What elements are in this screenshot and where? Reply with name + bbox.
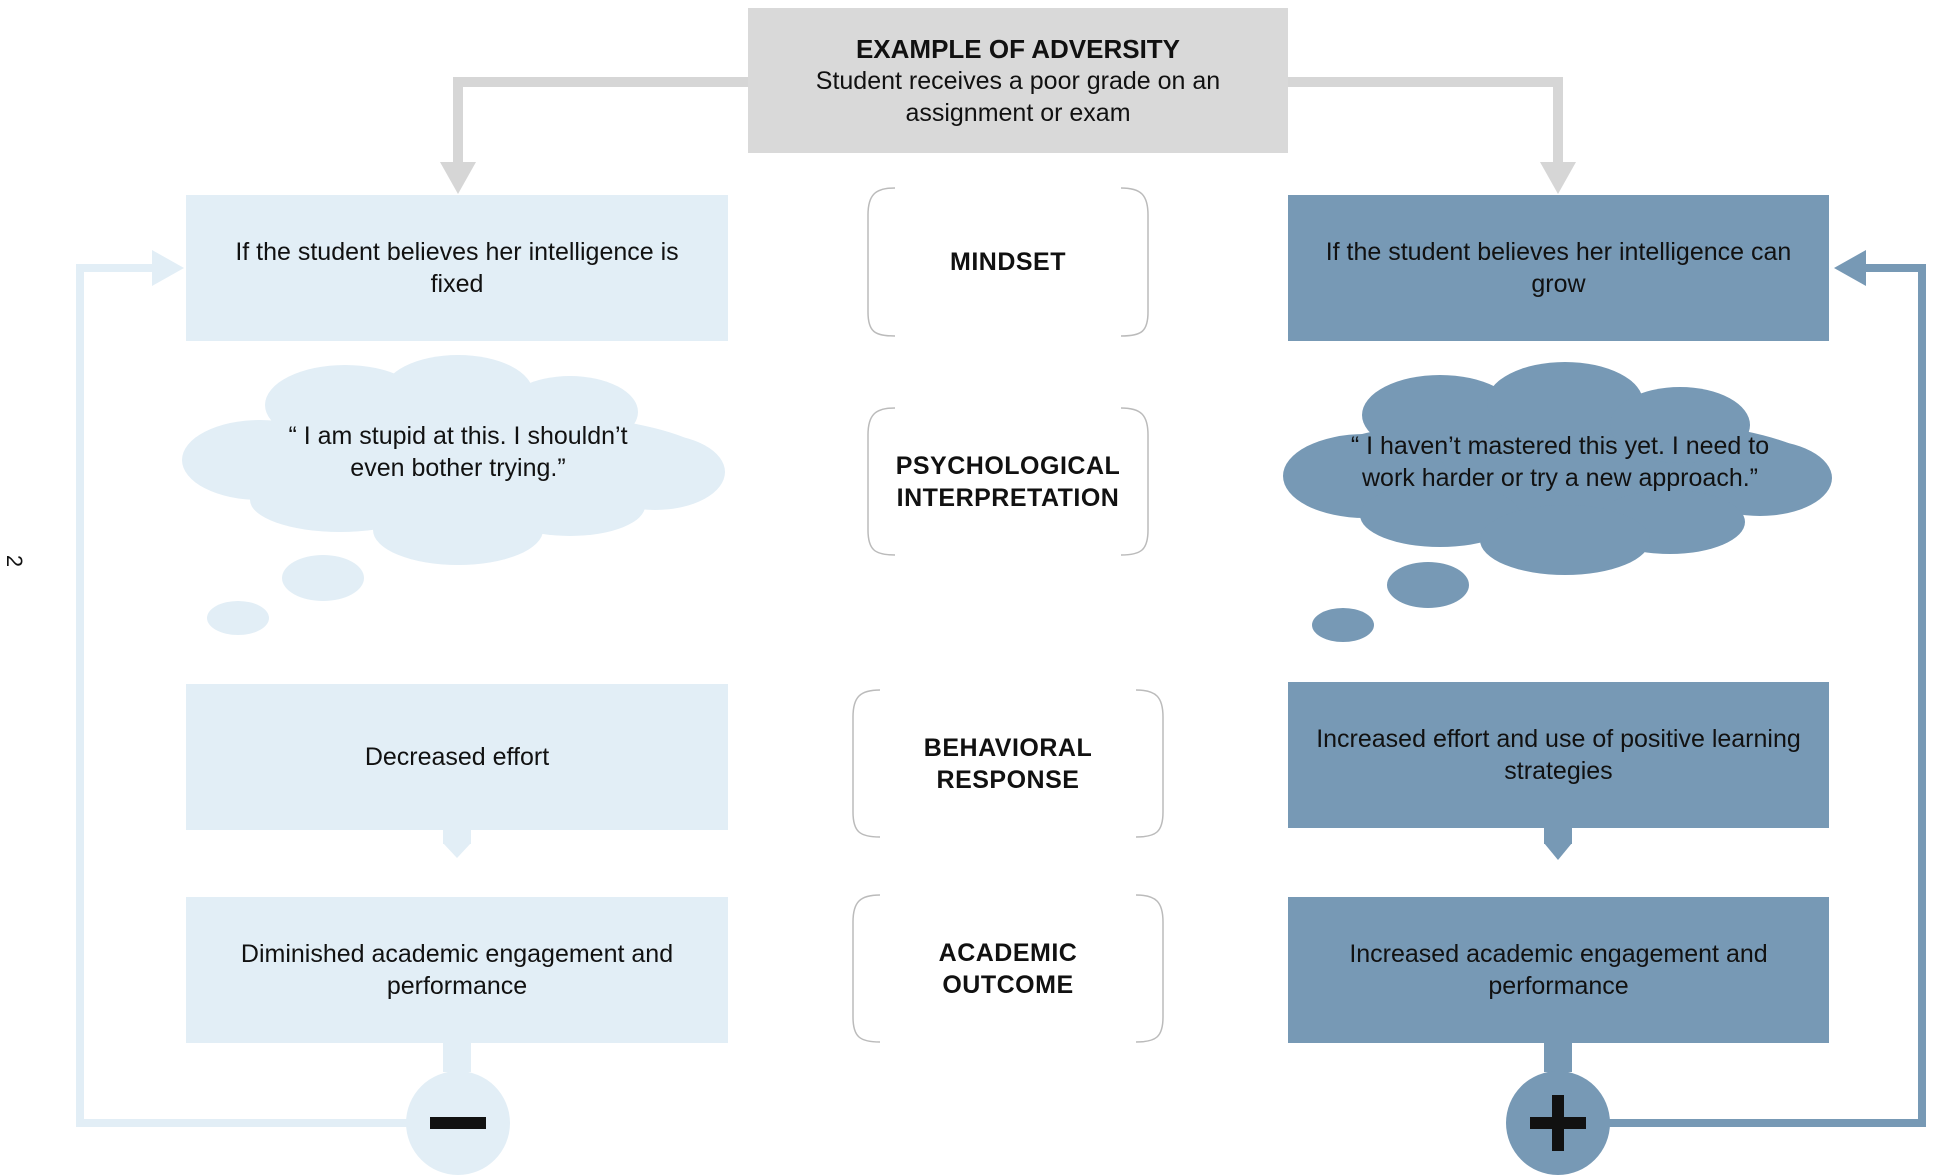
stage-label-behavior-text: BEHAVIORAL RESPONSE xyxy=(923,733,1093,794)
growth-outcome-box: Increased academic engagement and perfor… xyxy=(1288,897,1829,1043)
plus-circle-icon xyxy=(1506,1071,1610,1175)
fixed-feedback-loop xyxy=(76,250,408,1127)
page-number: 2 xyxy=(2,554,28,568)
growth-connectors xyxy=(1544,826,1572,1072)
growth-feedback-loop xyxy=(1608,250,1926,1127)
minus-circle-icon xyxy=(406,1071,510,1175)
adversity-title: EXAMPLE OF ADVERSITY xyxy=(855,33,1181,64)
adversity-box: EXAMPLE OF ADVERSITY Student receives a … xyxy=(748,8,1288,153)
growth-behavior-box: Increased effort and use of positive lea… xyxy=(1288,682,1829,828)
growth-thought-text: “ I haven’t mastered this yet. I need to… xyxy=(1350,432,1770,492)
stage-label-interpretation: PSYCHOLOGICAL INTERPRETATION xyxy=(868,408,1148,555)
adversity-arrows xyxy=(440,77,1576,194)
fixed-outcome-box: Diminished academic engagement and perfo… xyxy=(186,897,728,1043)
adversity-description: Student receives a poor grade on an assi… xyxy=(815,66,1221,127)
stage-label-mindset: MINDSET xyxy=(950,248,1066,276)
growth-thought-cloud xyxy=(1283,362,1832,642)
fixed-mindset-box: If the student believes her intelligence… xyxy=(186,195,728,341)
fixed-thought-cloud xyxy=(182,355,725,635)
fixed-behavior-box: Decreased effort xyxy=(186,684,728,830)
stage-label-outcome: ACADEMIC OUTCOME xyxy=(853,895,1163,1042)
stage-label-outcome-text: ACADEMIC OUTCOME xyxy=(938,938,1078,999)
fixed-thought-text: “ I am stupid at this. I shouldn’t even … xyxy=(288,422,628,482)
fixed-connectors xyxy=(443,828,471,1072)
stage-label-behavior: BEHAVIORAL RESPONSE xyxy=(853,690,1163,837)
growth-mindset-box: If the student believes her intelligence… xyxy=(1288,195,1829,341)
stage-brackets xyxy=(852,187,1164,1043)
stage-label-interpretation-text: PSYCHOLOGICAL INTERPRETATION xyxy=(895,451,1121,512)
